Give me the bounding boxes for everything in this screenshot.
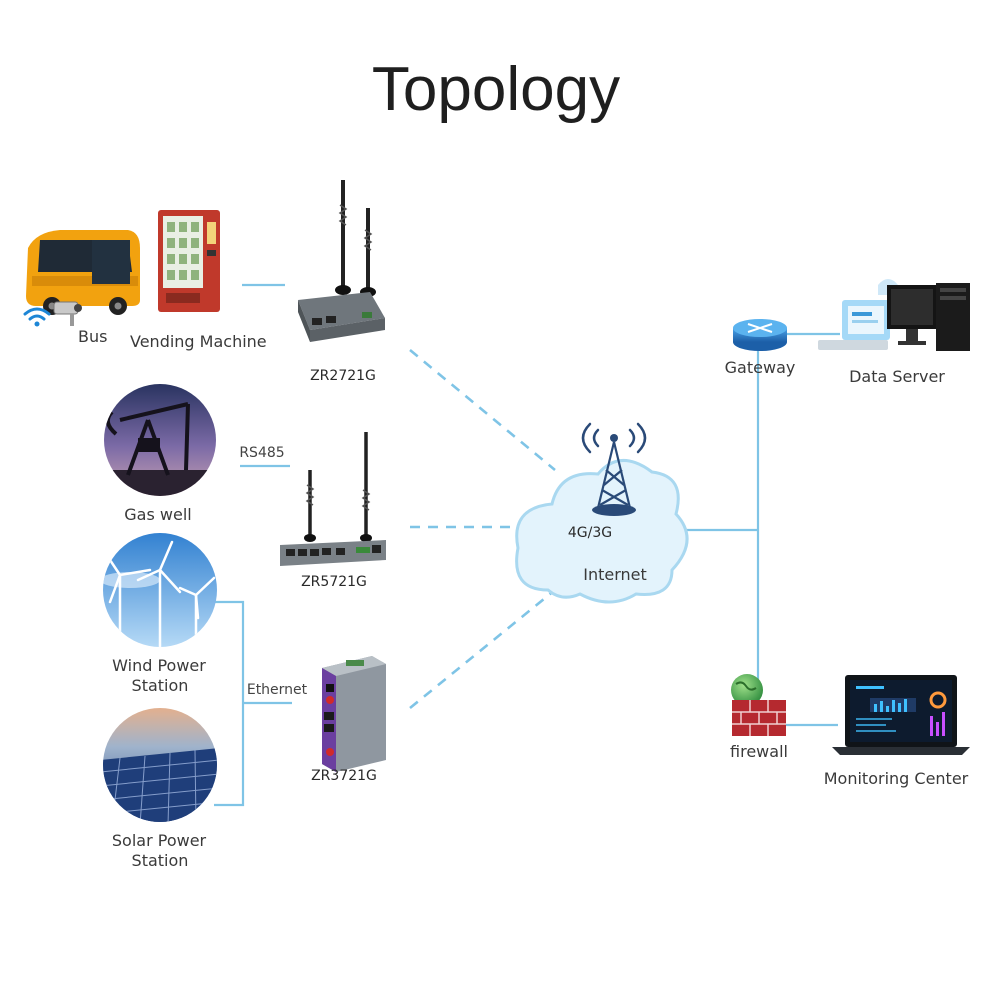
ethernet-label: Ethernet <box>247 682 308 698</box>
wifi-icon <box>23 307 51 327</box>
router-zr5721g-icon <box>280 432 386 566</box>
firewall-label: firewall <box>730 742 788 761</box>
wind-power-label-1: Wind Power <box>112 656 206 675</box>
cell-tower-icon <box>581 422 647 516</box>
gas-well-icon <box>104 384 216 496</box>
internet-label: Internet <box>583 565 647 584</box>
firewall-icon <box>731 674 786 736</box>
router-zr2721g-icon <box>298 180 385 342</box>
wind-power-label-2: Station <box>132 676 189 695</box>
gas-well-label: Gas well <box>124 505 191 524</box>
dash-router-bot-cloud <box>409 588 556 710</box>
router-zr5721g-label: ZR5721G <box>301 574 367 590</box>
bus-label: Bus <box>78 327 107 346</box>
bus-icon <box>26 230 140 315</box>
link-ethernet-bracket <box>214 600 245 807</box>
diagram-title: Topology <box>372 55 620 124</box>
connection-lines <box>214 283 840 807</box>
gateway-label: Gateway <box>725 358 796 377</box>
vending-machine-icon <box>158 210 220 312</box>
monitoring-center-icon <box>832 675 970 755</box>
network-label: 4G/3G <box>568 525 612 541</box>
solar-power-label-1: Solar Power <box>112 831 207 850</box>
solar-power-icon <box>103 708 217 822</box>
internet-cloud-icon <box>515 459 689 604</box>
solar-power-label-2: Station <box>132 851 189 870</box>
monitoring-center-label: Monitoring Center <box>824 769 969 788</box>
camera-icon <box>53 301 82 326</box>
router-zr2721g-label: ZR2721G <box>310 368 376 384</box>
data-server-icon <box>818 279 970 351</box>
dash-router-top-cloud <box>409 348 556 472</box>
wind-power-icon <box>103 533 217 647</box>
gateway-icon <box>733 319 787 351</box>
rs485-label: RS485 <box>239 445 284 461</box>
router-zr3721g-label: ZR3721G <box>311 768 377 784</box>
data-server-label: Data Server <box>849 367 945 386</box>
vending-machine-label: Vending Machine <box>130 332 267 351</box>
router-zr3721g-icon <box>322 656 386 772</box>
